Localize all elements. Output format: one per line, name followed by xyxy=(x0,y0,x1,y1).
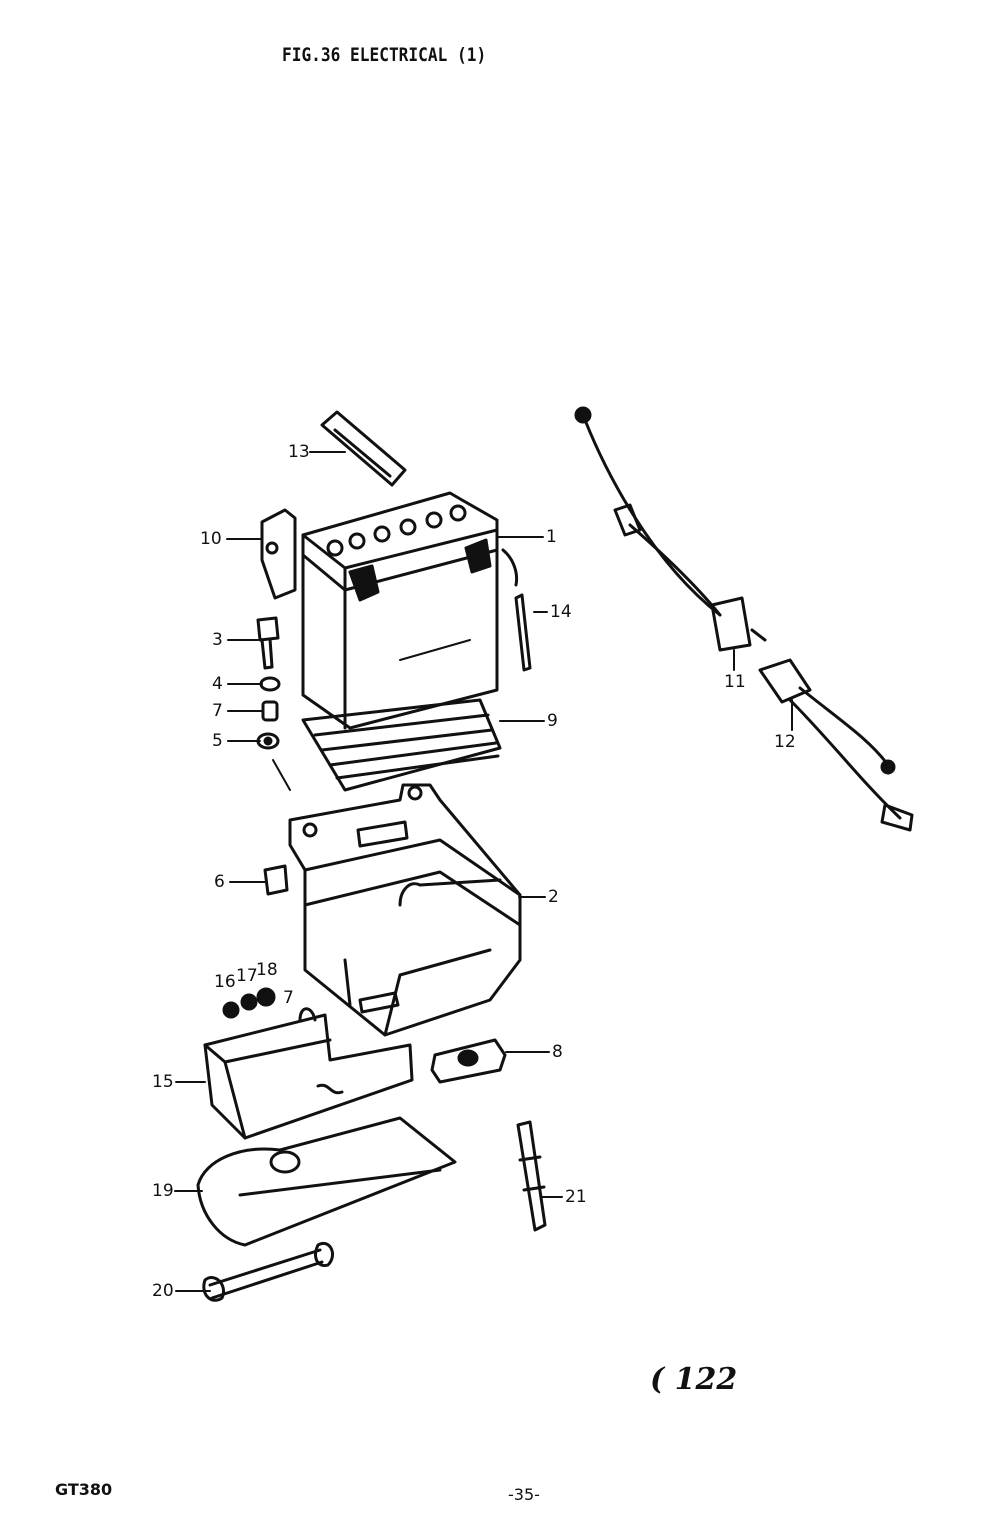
model-name: GT380 xyxy=(55,1480,113,1499)
callout-1: 1 xyxy=(546,527,557,547)
callout-19: 19 xyxy=(152,1181,174,1201)
fuse-clip-part-21 xyxy=(516,1120,547,1232)
small-fasteners-16-17-18 xyxy=(222,987,276,1019)
spanner-part-20 xyxy=(202,1241,334,1302)
washer-part-5 xyxy=(256,732,280,750)
nut-part-6 xyxy=(263,864,289,896)
callout-8: 8 xyxy=(552,1042,563,1062)
callout-5: 5 xyxy=(212,731,223,751)
callout-11: 11 xyxy=(724,672,746,692)
callout-2: 2 xyxy=(548,887,559,907)
callout-7-lower: 7 xyxy=(283,988,294,1008)
callout-12: 12 xyxy=(774,732,796,752)
bolt-part-3 xyxy=(256,616,280,670)
page-number: -35- xyxy=(508,1485,540,1504)
callout-20: 20 xyxy=(152,1281,174,1301)
page-stamp: ( 122 xyxy=(650,1362,738,1397)
callout-3: 3 xyxy=(212,630,223,650)
callout-7-upper: 7 xyxy=(212,701,223,721)
battery-strap-part-13 xyxy=(320,410,407,487)
callout-16: 16 xyxy=(214,972,236,992)
battery-case-part-2 xyxy=(288,783,522,1037)
washer-part-4 xyxy=(259,676,281,692)
callout-17: 17 xyxy=(236,966,258,986)
tool-bag-part-19 xyxy=(196,1116,457,1247)
callout-10: 10 xyxy=(200,529,222,549)
rubber-pad-part-9 xyxy=(301,698,502,792)
callout-6: 6 xyxy=(214,872,225,892)
callout-18: 18 xyxy=(256,960,278,980)
fuse-part-8 xyxy=(430,1038,507,1084)
callout-9: 9 xyxy=(547,711,558,731)
spacer-part-7 xyxy=(261,700,279,722)
bracket-part-15 xyxy=(203,1007,414,1140)
callout-4: 4 xyxy=(212,674,223,694)
figure-title: FIG.36 ELECTRICAL (1) xyxy=(282,44,487,66)
battery-part-1 xyxy=(301,491,499,730)
callout-13: 13 xyxy=(288,442,310,462)
wiring-harness-parts-11-12 xyxy=(574,406,914,832)
bracket-part-10 xyxy=(260,508,297,600)
breather-tube-part-14 xyxy=(501,548,532,672)
callout-21: 21 xyxy=(565,1187,587,1207)
callout-14: 14 xyxy=(550,602,572,622)
callout-15: 15 xyxy=(152,1072,174,1092)
